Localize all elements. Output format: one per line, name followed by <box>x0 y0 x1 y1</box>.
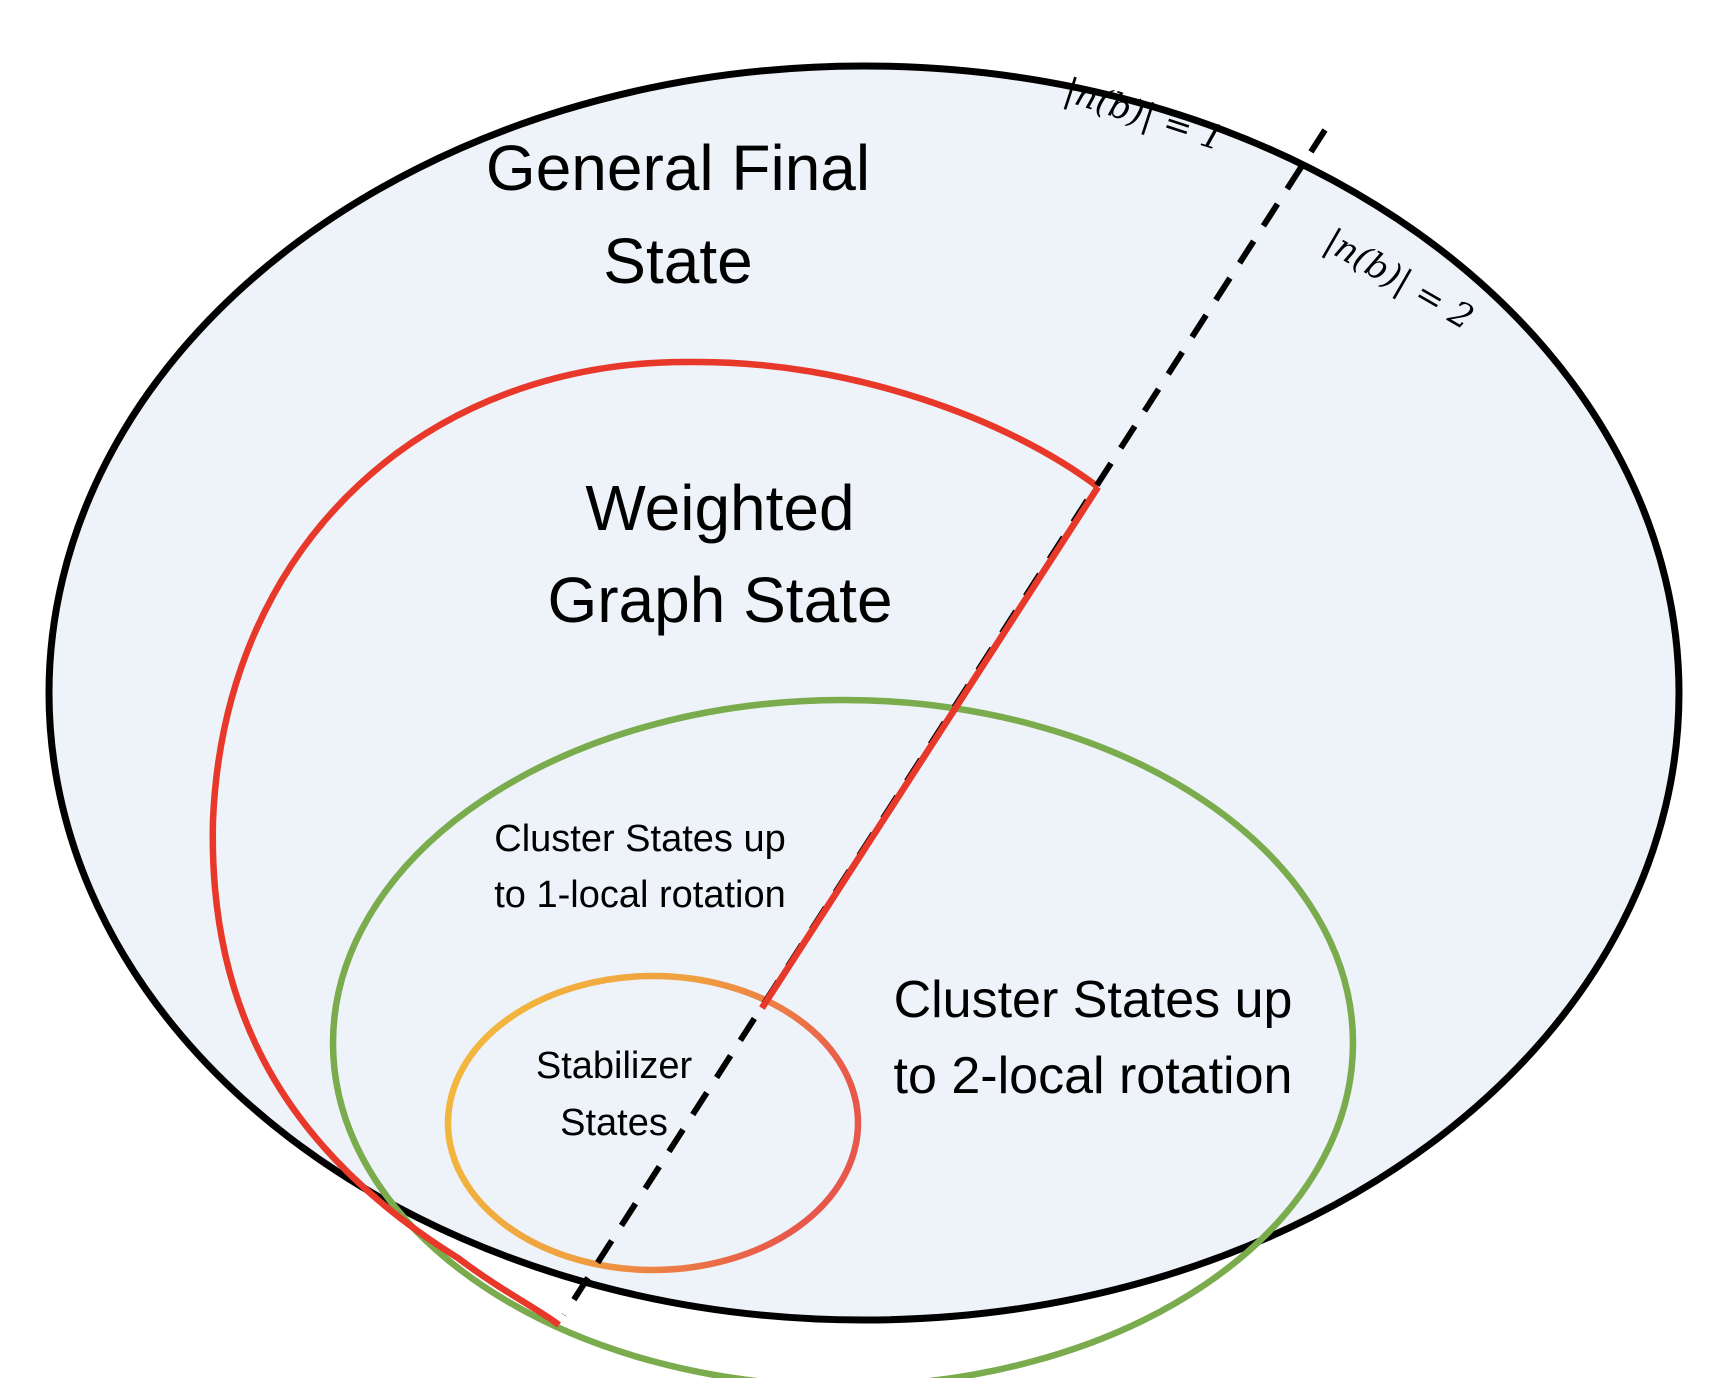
weighted-graph-state-label-line2: Graph State <box>547 564 892 636</box>
cluster-1local-label-line2: to 1-local rotation <box>494 874 786 916</box>
cluster-1local-label-line1: Cluster States up <box>494 818 785 860</box>
stabilizer-states-label-line1: Stabilizer <box>536 1045 693 1087</box>
stabilizer-states-label-line2: States <box>560 1102 668 1144</box>
general-final-state-label-line1: General Final <box>486 132 870 204</box>
weighted-graph-state-cut-edge-overlay <box>759 485 1101 1010</box>
general-final-state-label-line2: State <box>603 225 752 297</box>
weighted-graph-state-label-line1: Weighted <box>585 472 854 544</box>
weighted-graph-state-boundary <box>209 358 1100 1328</box>
cluster-2local-label-line2: to 2-local rotation <box>894 1047 1293 1105</box>
general-final-state-region <box>45 62 1683 1324</box>
cluster-2local-label-line1: Cluster States up <box>894 971 1293 1029</box>
cluster-states-region <box>329 696 1357 1378</box>
stabilizer-states-region <box>444 972 862 1274</box>
